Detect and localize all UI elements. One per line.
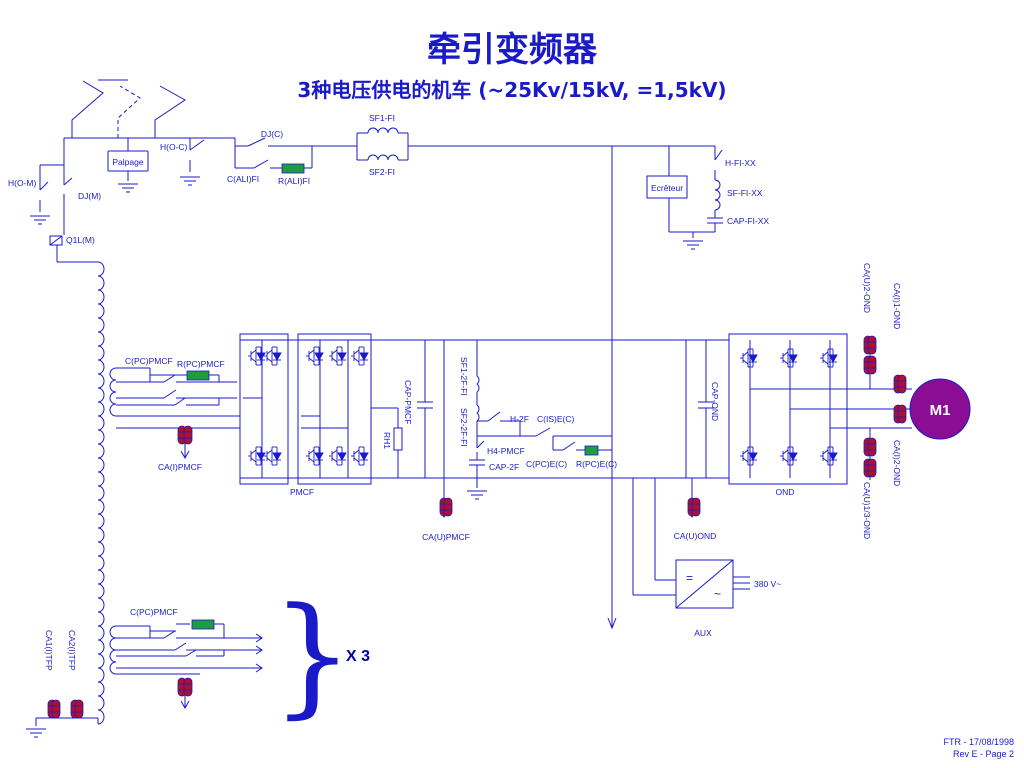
label-sf1-fi: SF1-FI xyxy=(369,113,395,123)
page-subtitle: 3种电压供电的机车 (~25Kv/15kV, =1,5kV) xyxy=(297,78,727,102)
label-r-pc-pmcf: R(PC)PMCF xyxy=(177,359,225,369)
label-ca-i-1-ond: CA(I)1-OND xyxy=(892,283,902,329)
motor-label: M1 xyxy=(930,402,951,419)
label-sf2-fi: SF2-FI xyxy=(369,167,395,177)
label-sf1-2f-fi: SF1-2F-FI xyxy=(459,357,469,396)
label-x3: X 3 xyxy=(346,648,370,665)
label-pmcf: PMCF xyxy=(290,487,314,497)
label-ca-i-pmcf: CA(I)PMCF xyxy=(158,462,202,472)
label-h-2f: H-2F xyxy=(510,414,529,424)
converter-dc-symbol: = xyxy=(686,571,693,585)
label-cap-ond: CAP-OND xyxy=(710,382,720,421)
label-c-pc-pmcf-2: C(PC)PMCF xyxy=(130,607,178,617)
footer-revision: Rev E - Page 2 xyxy=(952,749,1014,759)
ecreteur-box-label: Ecrêteur xyxy=(651,183,683,193)
label-r-pc-e-c: R(PC)E(C) xyxy=(576,459,617,469)
label-c-pc-pmcf: C(PC)PMCF xyxy=(125,356,173,366)
page-title: 牵引变频器 xyxy=(427,30,597,70)
label-q1l-m: Q1L(M) xyxy=(66,235,95,245)
label-aux: AUX xyxy=(694,628,712,638)
label-h4-pmcf: H4-PMCF xyxy=(487,446,525,456)
label-dj-c: DJ(C) xyxy=(261,129,283,139)
label-r-ali-fi: R(ALI)FI xyxy=(278,176,310,186)
label-sf-fi-xx: SF-FI-XX xyxy=(727,188,763,198)
label-ond: OND xyxy=(776,487,795,497)
label-c-is-e-c: C(IS)E(C) xyxy=(537,414,574,424)
page-footer: FTR - 17/08/1998 Rev E - Page 2 xyxy=(943,736,1014,760)
label-ca2-i-tfp: CA2(I)TFP xyxy=(67,630,77,671)
group-brace: } xyxy=(271,579,354,731)
label-sf2-2f-fi: SF2-2F-FI xyxy=(459,408,469,447)
label-h-om: H(O-M) xyxy=(8,178,36,188)
label-ca-i-2-ond: CA(I)2-OND xyxy=(892,440,902,486)
label-h-fi-xx: H-FI-XX xyxy=(725,158,756,168)
label-cap-2f: CAP-2F xyxy=(489,462,519,472)
label-cap-fi-xx: CAP-FI-XX xyxy=(727,216,769,226)
label-380v: 380 V~ xyxy=(754,579,781,589)
label-rh1: RH1 xyxy=(382,432,392,449)
footer-date: FTR - 17/08/1998 xyxy=(943,737,1014,747)
label-c-ali-fi: C(ALI)FI xyxy=(227,174,259,184)
palpage-box-label: Palpage xyxy=(112,157,143,167)
label-ca-u-2-ond: CA(U)2-OND xyxy=(862,263,872,313)
label-ca-u-ond: CA(U)OND xyxy=(674,531,717,541)
label-cap-pmcf: CAP-PMCF xyxy=(403,380,413,424)
converter-ac-symbol: ~ xyxy=(714,587,721,601)
label-ca-u-pmcf: CA(U)PMCF xyxy=(422,532,470,542)
label-dj-m: DJ(M) xyxy=(78,191,101,201)
label-ca1-i-tfp: CA1(I)TFP xyxy=(44,630,54,671)
label-c-pc-e-c: C(PC)E(C) xyxy=(526,459,567,469)
label-ca-u-1-3-ond: CA(U)1/3-OND xyxy=(862,482,872,539)
label-h-oc: H(O-C) xyxy=(160,142,188,152)
